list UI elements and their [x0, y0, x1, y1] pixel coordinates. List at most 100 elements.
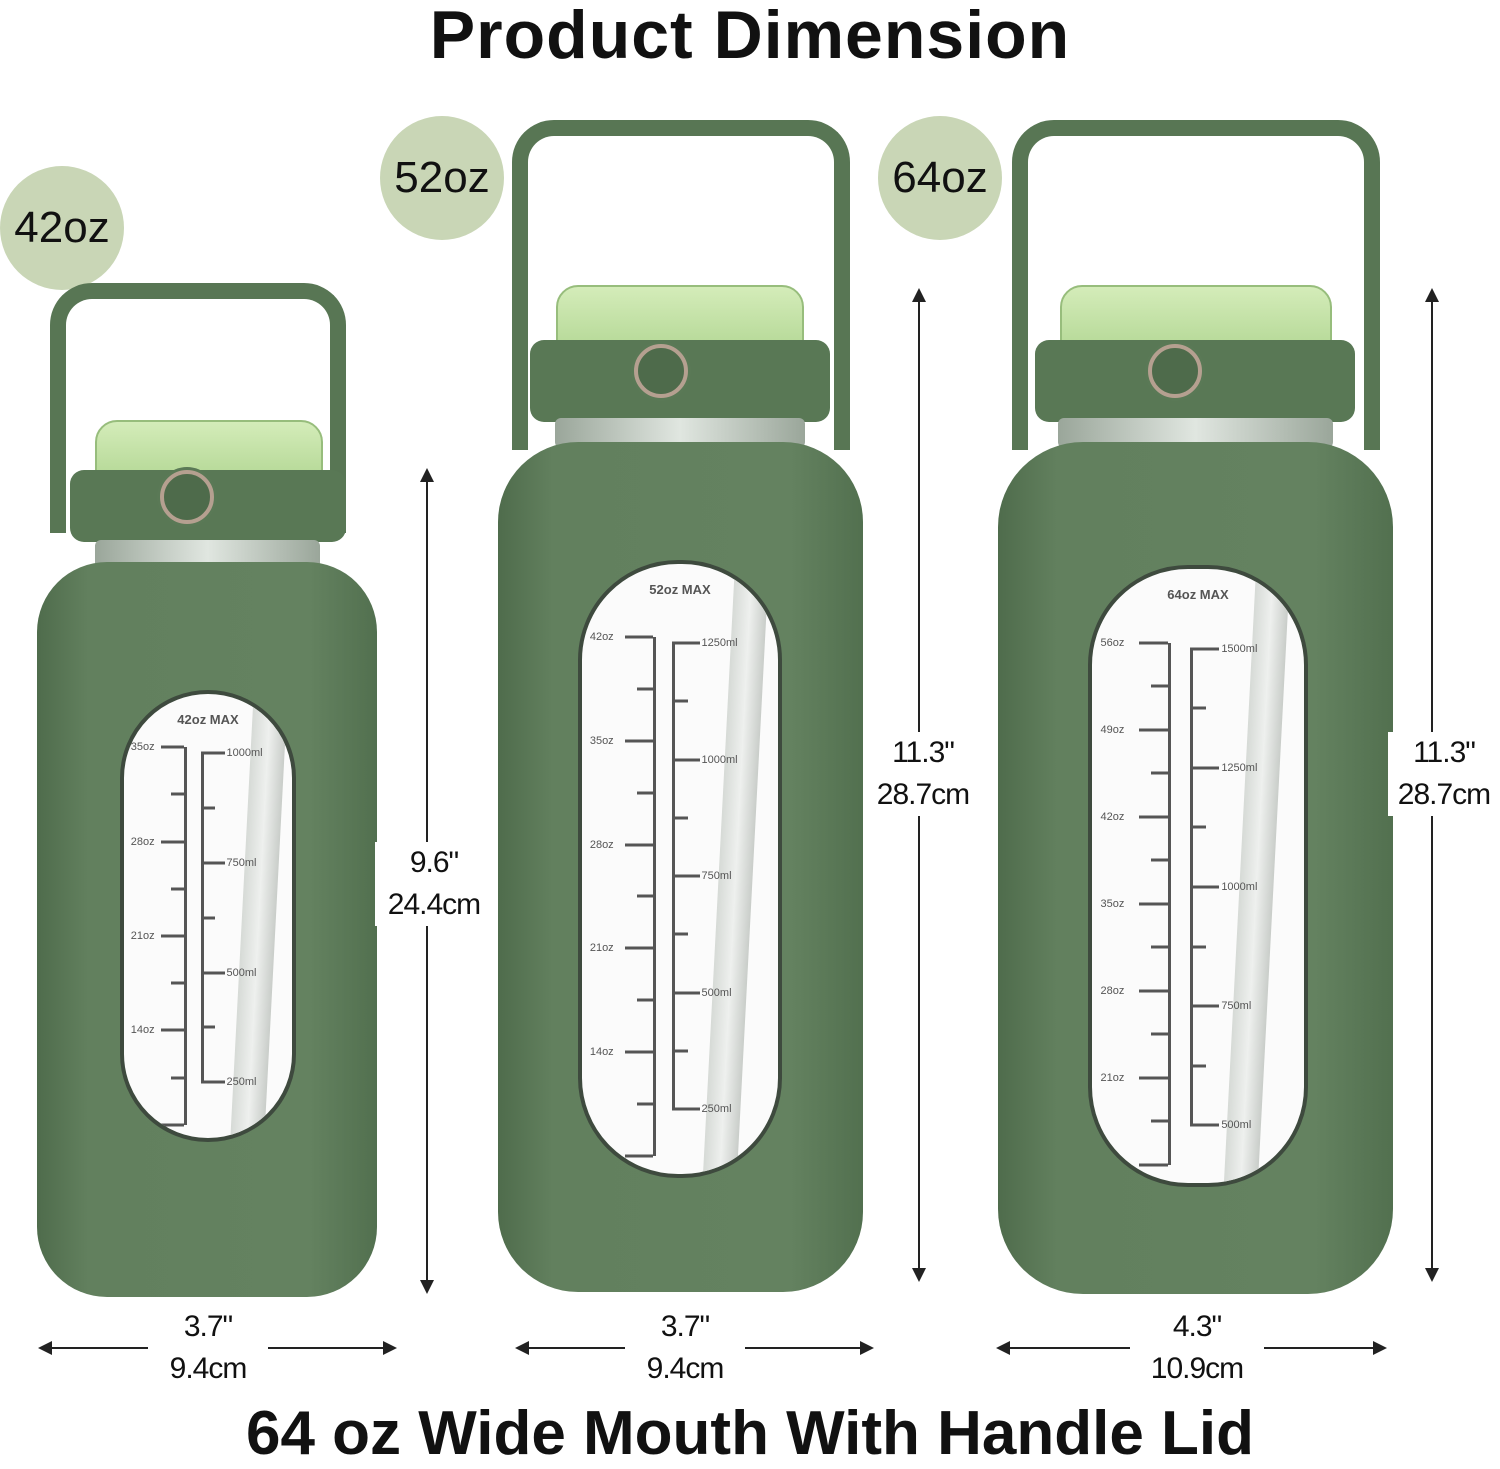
- height-label-42oz: 9.6" 24.4cm: [375, 842, 493, 926]
- oz-major-tick: [160, 934, 185, 938]
- oz-minor-tick: [1151, 858, 1169, 862]
- ml-minor-tick: [1189, 945, 1207, 949]
- ml-major-tick: [1189, 1123, 1220, 1127]
- oz-major-tick: [625, 739, 653, 743]
- oz-major-tick: [160, 1028, 185, 1032]
- oz-label: 21oz: [589, 942, 614, 955]
- width-label-42oz: 3.7"9.4cm: [148, 1306, 268, 1390]
- width-inches: 4.3": [1172, 1310, 1222, 1343]
- arrowhead-icon: [420, 1280, 434, 1294]
- ml-minor-tick: [201, 1025, 215, 1029]
- height-inches: 9.6": [409, 846, 459, 879]
- ml-major-tick: [672, 1107, 700, 1111]
- ml-label: 1250ml: [1221, 761, 1258, 774]
- ml-label: 500ml: [1221, 1119, 1252, 1132]
- oz-label: 14oz: [589, 1046, 614, 1058]
- ml-major-tick: [201, 1080, 225, 1084]
- oz-scale-line: [184, 747, 188, 1125]
- ml-minor-tick: [1189, 825, 1207, 829]
- oz-major-tick: [1138, 989, 1169, 993]
- oz-minor-tick: [636, 791, 653, 795]
- lid-button-icon: [160, 470, 214, 524]
- oz-major-tick: [625, 843, 653, 847]
- ml-label: 1500ml: [1221, 642, 1258, 655]
- handle: [1012, 120, 1380, 450]
- height-cm: 28.7cm: [1397, 778, 1491, 811]
- oz-label: 42oz: [589, 631, 614, 644]
- ml-label: 750ml: [1221, 1000, 1252, 1013]
- arrowhead-icon: [1425, 1268, 1439, 1282]
- oz-minor-tick: [636, 687, 653, 691]
- ml-label: 250ml: [226, 1076, 257, 1089]
- height-inches: 11.3": [892, 736, 955, 769]
- oz-label: 35oz: [130, 741, 155, 754]
- width-inches: 3.7": [660, 1310, 710, 1343]
- badge-52oz: 52oz: [380, 116, 504, 240]
- arrowhead-icon: [912, 1268, 926, 1282]
- ml-major-tick: [672, 991, 700, 995]
- ml-minor-tick: [1189, 706, 1207, 710]
- ml-label: 500ml: [701, 986, 732, 999]
- oz-label: 7oz: [130, 1118, 149, 1131]
- arrowhead-icon: [1425, 288, 1439, 302]
- height-label-52oz: 11.3"28.7cm: [866, 732, 980, 816]
- width-cm: 10.9cm: [1150, 1352, 1244, 1385]
- oz-label: 35oz: [1100, 897, 1125, 910]
- ml-label: 500ml: [226, 966, 257, 979]
- oz-label: 42oz: [1100, 810, 1125, 823]
- ml-label: 1000ml: [701, 753, 738, 766]
- ml-minor-tick: [672, 1049, 688, 1053]
- ml-major-tick: [672, 758, 700, 762]
- ml-minor-tick: [672, 932, 688, 936]
- oz-major-tick: [160, 745, 185, 749]
- oz-minor-tick: [171, 1076, 185, 1079]
- oz-major-tick: [160, 840, 185, 844]
- product-caption: 64 oz Wide Mouth With Handle Lid: [245, 1399, 1255, 1468]
- oz-minor-tick: [1151, 771, 1169, 775]
- ml-major-tick: [201, 971, 225, 975]
- oz-major-tick: [625, 1154, 653, 1158]
- page-title: Product Dimension: [429, 0, 1071, 73]
- oz-minor-tick: [636, 894, 653, 898]
- ml-minor-tick: [672, 816, 688, 820]
- arrowhead-icon: [860, 1341, 874, 1355]
- oz-label: 28oz: [1100, 984, 1125, 997]
- arrowhead-icon: [912, 288, 926, 302]
- width-cm: 9.4cm: [646, 1352, 725, 1385]
- width-cm: 9.4cm: [169, 1352, 248, 1385]
- oz-label: 21oz: [1100, 1071, 1125, 1084]
- height-cm: 24.4cm: [387, 888, 481, 921]
- oz-label: 56oz: [1100, 636, 1125, 649]
- oz-scale-line: [1168, 642, 1172, 1165]
- oz-major-tick: [1138, 815, 1169, 819]
- ml-major-tick: [201, 861, 225, 865]
- ml-minor-tick: [1189, 1064, 1207, 1068]
- oz-minor-tick: [636, 1102, 653, 1106]
- oz-major-tick: [1138, 641, 1169, 645]
- oz-major-tick: [625, 635, 653, 639]
- max-label: 42oz MAX: [177, 712, 239, 727]
- straw: [703, 564, 770, 1174]
- arrowhead-icon: [515, 1341, 529, 1355]
- ml-major-tick: [201, 751, 225, 755]
- max-label: 64oz MAX: [1167, 587, 1229, 602]
- ml-label: 750ml: [226, 856, 257, 869]
- ml-label: 1000ml: [1221, 881, 1258, 894]
- width-label-52oz: 3.7" 9.4cm: [625, 1306, 745, 1390]
- ml-label: 750ml: [701, 870, 732, 883]
- ml-minor-tick: [672, 699, 688, 703]
- oz-minor-tick: [171, 792, 185, 796]
- badge-42oz: 42oz: [0, 166, 124, 290]
- arrowhead-icon: [383, 1341, 397, 1355]
- width-label-64oz: 4.3" 10.9cm: [1130, 1306, 1264, 1390]
- arrowhead-icon: [996, 1341, 1010, 1355]
- oz-minor-tick: [1151, 945, 1169, 949]
- oz-major-tick: [1138, 728, 1169, 732]
- oz-label: 21oz: [130, 929, 155, 942]
- arrowhead-icon: [1373, 1341, 1387, 1355]
- oz-minor-tick: [171, 981, 185, 985]
- handle: [512, 120, 850, 450]
- max-label: 52oz MAX: [649, 582, 711, 597]
